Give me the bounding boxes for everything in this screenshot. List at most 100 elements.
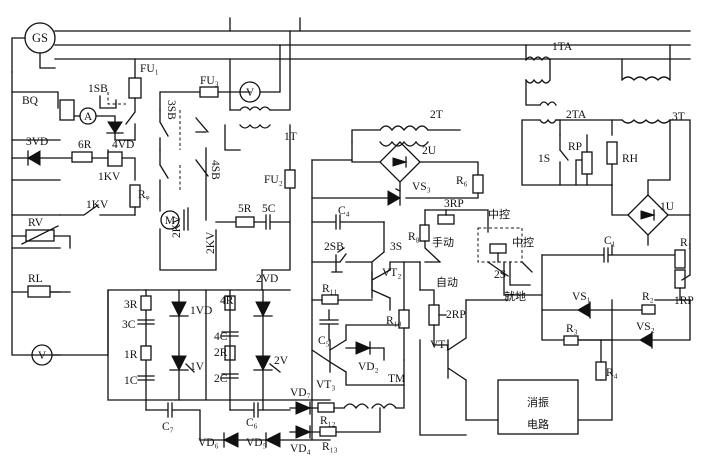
label-2u: 2U [422,145,437,157]
capacitor-c6 [229,402,291,418]
label-1rp: 1RP [674,295,694,307]
switch-3sb [159,109,169,151]
diode-vd7 [295,401,312,415]
transformer-1t-secondary [239,123,271,129]
label-5c: 5C [262,203,276,215]
label-rp: RP [568,141,582,153]
label-5r: 5R [238,203,252,215]
current-transformer-1ta [525,44,551,84]
label-rq: Rᵩ [138,189,150,201]
label-vs3: VS₃ [412,181,431,193]
label-rv: RV [28,217,44,229]
1t-secondary-wire [224,124,291,171]
transistor-vt2 [371,269,391,299]
label-zidong: 自动 [436,276,458,289]
label-motor: M [165,215,175,227]
label-1c: 1C [124,375,138,387]
label-vt2: VT₂ [382,267,401,279]
diode-vd2 [355,341,372,355]
resistor-6r-wire [91,149,109,167]
label-voltmeter-left: V [38,350,47,362]
zener-vs1 [577,302,591,318]
fu2-wire [261,187,291,271]
resistor-rh [606,141,618,165]
label-2kv-a: 2KV [171,215,183,238]
resistor-r8 [419,224,430,242]
transformer-3t-secondary [621,119,671,124]
label-c5b: C₅ [318,335,330,347]
2rp-wire [419,289,435,306]
left-branches [11,91,61,293]
r12-r13-wire [333,407,381,433]
label-vd7: VD₇ [290,387,311,399]
contact-1kv [59,204,136,216]
3rp-wire [424,209,489,233]
label-r8: R₈ [408,231,420,243]
vt1-wire [419,299,467,436]
label-2sb: 2SB [324,241,344,253]
label-4c: 4C [214,331,228,343]
diode-1vd [171,301,187,318]
2ta-wire-right [555,119,613,136]
label-2s: 2S [494,269,506,281]
label-3rp: 3RP [444,198,464,210]
3t-wire [611,119,691,276]
zener-vs3 [387,190,401,206]
label-r2: R₂ [642,291,654,303]
capacitor-5c [253,214,291,230]
zener-vs3-tip [395,188,401,192]
three-phase-bus [54,30,691,60]
label-r4: R₄ [606,367,618,379]
label-2vd: 2VD [256,273,278,285]
label-1vd: 1VD [190,305,212,317]
label-1r: 1R [124,349,138,361]
diode-1vd-wire [169,289,189,356]
label-vd2: VD₂ [358,361,379,373]
voltmeter-top-wire [229,44,281,111]
capacitor-c1 [541,247,681,263]
diode-4vd [107,121,123,134]
label-vd4b: VD₄ [290,443,311,455]
resistor-r2 [641,304,656,315]
transformer-2t-primary [351,125,461,143]
vs1-wire [541,299,691,319]
sb1-contact [99,95,117,109]
left-rail [11,71,61,356]
rp-wire [575,134,588,186]
label-2t: 2T [430,109,443,121]
label-r10: R₁₀ [386,315,402,327]
pulse-transformer-tm [343,403,397,410]
label-c6: C₆ [246,417,258,429]
capacitor-c5 [319,309,339,341]
label-damping-1: 消振 [527,395,549,409]
label-vt1: VT₁ [430,339,449,351]
switch-4sb-contact [195,147,209,221]
bq-device [59,99,75,121]
diode-2vd [255,301,271,318]
label-r13: R₁₃ [322,441,338,453]
label-1ta: 1TA [552,41,573,53]
label-shoudong: 手动 [432,235,454,249]
label-vt3: VT₃ [316,379,335,391]
1u-wire [611,119,691,246]
diode-vd6 [222,432,239,448]
2kv-contact-a [183,207,189,231]
transformer-2ta [539,101,557,124]
label-rh: RH [622,153,638,165]
switch-3sb-contact [195,117,209,133]
label-c4: C₄ [338,205,350,217]
resistor-3rp [437,214,455,225]
damping-circuit-block [497,379,579,435]
2ta-wire [521,119,613,186]
capacitor-1c [137,375,155,381]
switch-4sb [159,149,169,201]
transformer-1t-primary [239,106,271,112]
resistor-r13 [319,426,337,437]
relay-coil-wire [121,157,136,181]
2sb-button [331,254,343,273]
generator-neutral [11,37,56,73]
label-r1: R₁ [680,237,692,249]
fu3-wire [159,91,251,111]
resistor-r6 [472,174,484,194]
